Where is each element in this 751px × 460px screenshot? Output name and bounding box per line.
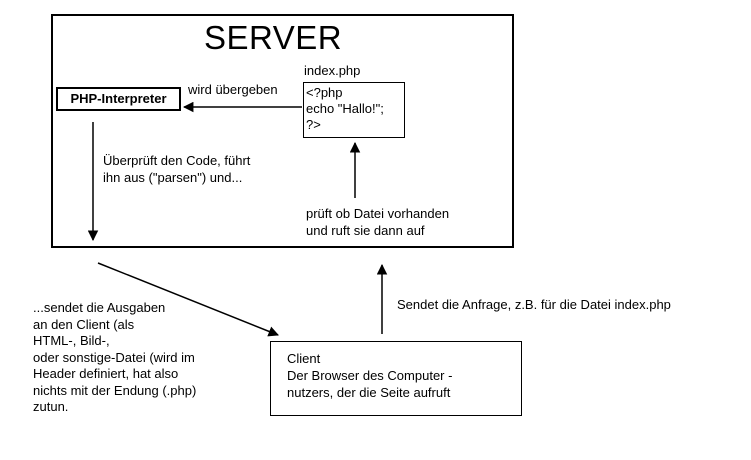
php-interpreter-box: PHP-Interpreter [56,87,181,111]
code-line: ?> [306,117,321,132]
handover-label: wird übergeben [188,82,278,97]
response-line: HTML-, Bild-, [33,333,110,348]
parse-description: Überprüft den Code, führt ihn aus ("pars… [103,152,250,186]
server-title: SERVER [204,19,343,56]
parse-description-line: ihn aus ("parsen") und... [103,170,243,185]
file-check-line: prüft ob Datei vorhanden [306,206,450,221]
response-line: an den Client (als [33,316,135,332]
response-line: zutun. [33,399,69,414]
request-label: Sendet die Anfrage, z.B. für die Datei i… [397,297,671,312]
parse-description-line: Überprüft den Code, führt [103,153,251,168]
response-line: oder sonstige-Datei (wird im [33,349,195,365]
response-line: Header definiert, hat also [33,366,179,381]
file-check-line: und ruft sie dann auf [306,223,425,238]
client-line: Client [287,351,321,366]
client-line: nutzers, der die Seite aufruft [287,385,451,400]
client-line: Der Browser des Computer - [287,368,453,383]
server-box [51,14,514,248]
response-description: ...sendet die Ausgaben an den Client (al… [33,300,196,416]
client-box: Client Der Browser des Computer - nutzer… [270,341,522,416]
code-line: echo "Hallo!"; [306,101,384,116]
code-box: <?php echo "Hallo!"; ?> [303,82,405,138]
file-check-description: prüft ob Datei vorhanden und ruft sie da… [306,205,449,239]
response-line: nichts mit der Endung (.php) [33,382,197,398]
response-line: ...sendet die Ausgaben [33,300,166,315]
file-name-label: index.php [304,63,361,78]
code-line: <?php [306,85,343,100]
response-arrow [97,262,279,337]
